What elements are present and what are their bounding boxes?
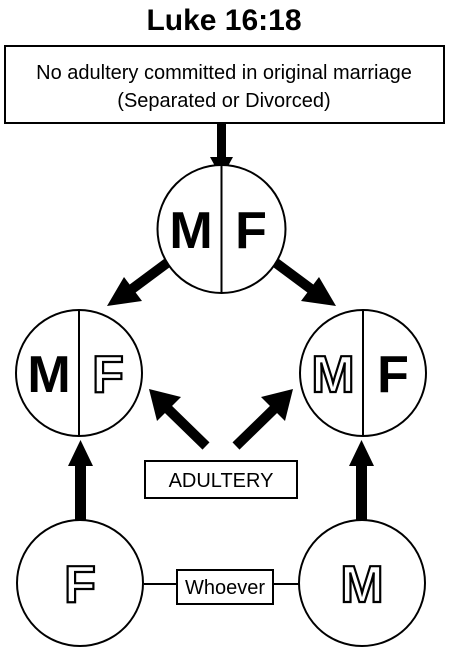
bottom-left-circle-letter: F	[64, 556, 96, 614]
arrow-adultery-to-right-circle	[232, 389, 293, 450]
arrow-top-to-right-circle	[273, 258, 336, 306]
arrow-top-to-left-circle	[107, 258, 170, 306]
right-circle-right-letter: F	[377, 346, 409, 404]
adultery-box: ADULTERY	[144, 460, 298, 499]
top-circle-right-letter: F	[235, 202, 267, 260]
top-circle: M F	[156, 164, 287, 294]
whoever-box: Whoever	[176, 569, 274, 605]
left-circle: M F	[15, 309, 143, 437]
right-circle-left-letter: M	[311, 346, 354, 404]
top-box-line1: No adultery committed in original marria…	[36, 62, 412, 84]
bottom-left-circle: F	[16, 519, 144, 647]
whoever-label: Whoever	[185, 577, 265, 599]
arrow-adultery-to-left-circle	[149, 389, 210, 450]
left-circle-right-letter: F	[92, 346, 124, 404]
top-box-line2: (Separated or Divorced)	[117, 90, 330, 112]
diagram-title: Luke 16:18	[146, 4, 301, 37]
left-circle-left-letter: M	[27, 346, 70, 404]
top-box: No adultery committed in original marria…	[4, 45, 445, 124]
arrow-bottom-right-to-right-circle	[349, 440, 374, 522]
adultery-label: ADULTERY	[169, 470, 274, 492]
arrow-bottom-left-to-left-circle	[68, 440, 93, 522]
bottom-right-circle: M	[298, 519, 426, 647]
right-circle: M F	[299, 309, 427, 437]
top-circle-left-letter: M	[169, 202, 212, 260]
bottom-right-circle-letter: M	[340, 556, 383, 614]
